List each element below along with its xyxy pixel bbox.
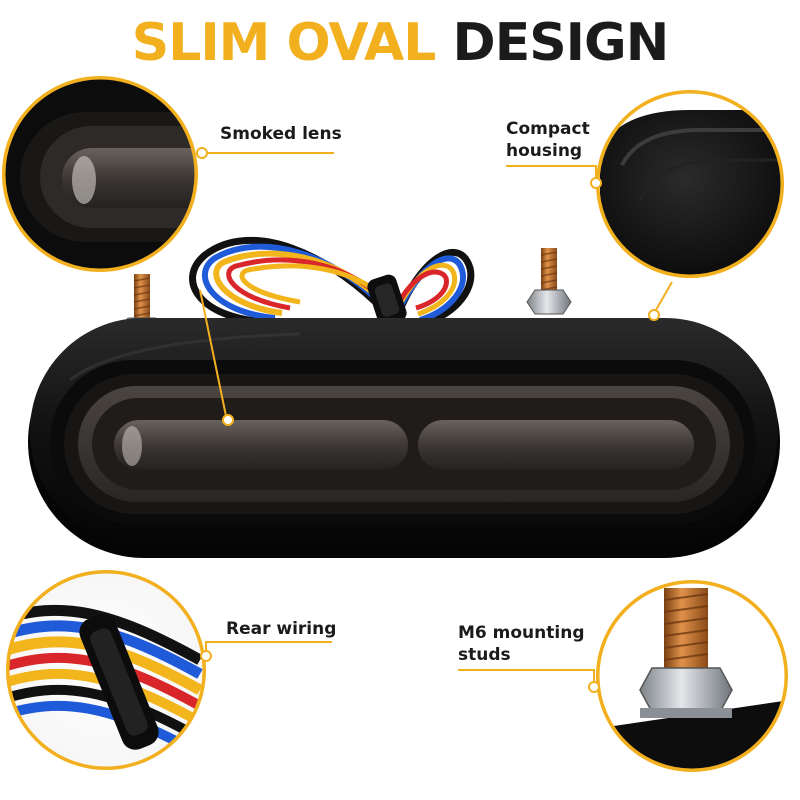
callout-compact-housing-line1: Compact [506, 119, 590, 139]
leader-dot-compact-housing [590, 177, 602, 189]
light-tube-right [418, 420, 694, 470]
callout-rear-wiring: Rear wiring [226, 618, 336, 640]
leader-compact-housing [506, 165, 597, 180]
callout-rear-wiring-line1: Rear wiring [226, 619, 337, 639]
leader-dot-smoked-lens-bottom [222, 414, 234, 426]
callout-compact-housing: Compact housing [506, 118, 590, 162]
zoom-stud-circle [596, 580, 788, 772]
leader-lines [196, 147, 673, 693]
leader-rear-wiring [205, 641, 332, 652]
zoom-housing-circle [596, 90, 784, 278]
wire-harness [189, 237, 475, 328]
stud-right [526, 248, 572, 315]
leader-dot-rear-wiring [200, 650, 212, 662]
leader-compact-housing-arm [655, 281, 673, 311]
callout-smoked-lens: Smoked lens [220, 123, 342, 145]
zoom-lens-circle [2, 76, 198, 272]
leader-dot-mounting-studs [588, 681, 600, 693]
zoom-wiring-circle [6, 570, 206, 770]
light-tube-left [114, 420, 408, 470]
leader-smoked-lens-arm [199, 289, 227, 417]
callout-mounting-studs: M6 mounting studs [458, 622, 585, 666]
headline-accent: SLIM OVAL [131, 13, 437, 73]
leader-mounting-studs [458, 669, 595, 684]
callout-smoked-lens-line1: Smoked lens [220, 124, 342, 144]
callout-compact-housing-line2: housing [506, 141, 583, 161]
callout-mounting-studs-line2: studs [458, 645, 511, 665]
leader-dot-compact-housing-bottom [648, 309, 660, 321]
leader-dot-smoked-lens-top [196, 147, 208, 159]
callout-mounting-studs-line1: M6 mounting [458, 623, 585, 643]
headline-dark: DESIGN [452, 13, 670, 73]
headline: SLIM OVAL DESIGN [0, 8, 800, 78]
light-housing [28, 318, 780, 558]
